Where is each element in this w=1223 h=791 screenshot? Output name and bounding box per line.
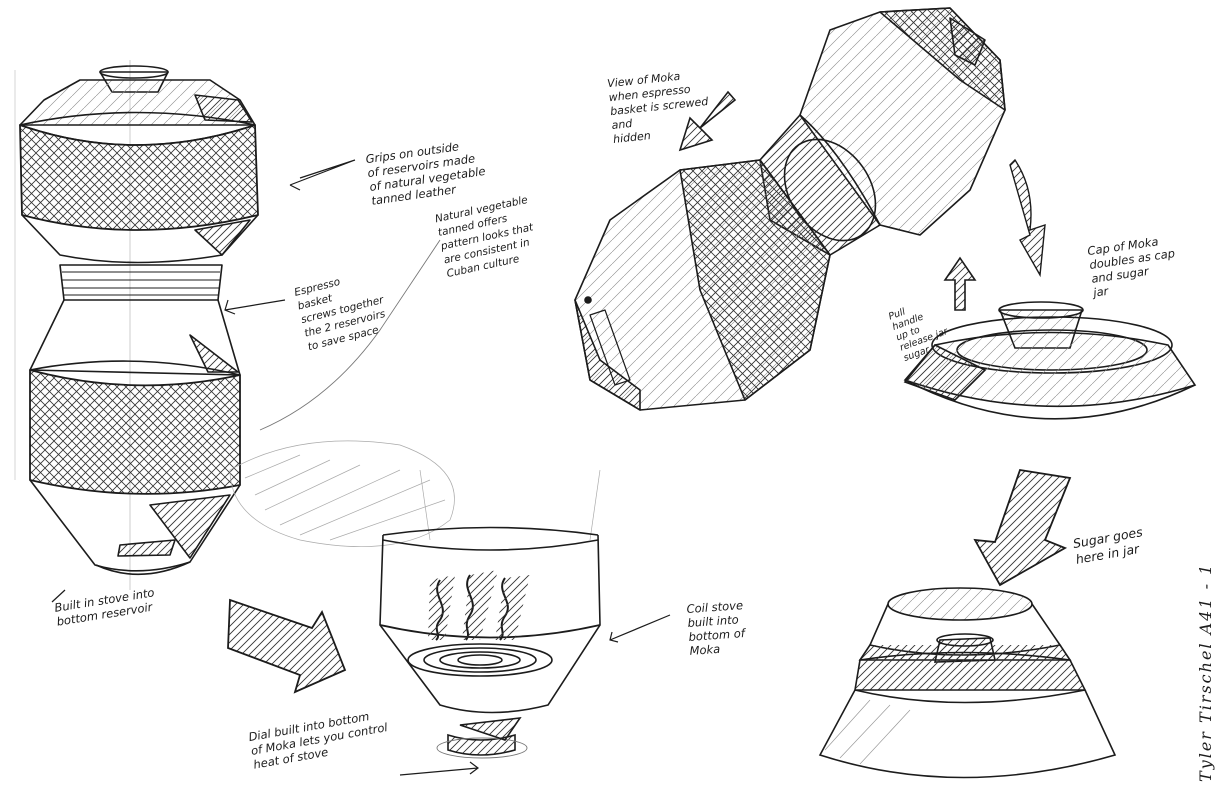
annotation-cap-moka: Cap of Moka doubles as cap and sugar jar [1086, 234, 1176, 300]
pull-up-arrow [943, 256, 977, 311]
sugar-down-arrow [973, 468, 1072, 587]
coil-stove-cutaway-sketch [379, 469, 601, 759]
designer-signature: Tyler Tirschel A41 - 1 [1196, 562, 1215, 782]
moka-pot-full-sketch [14, 60, 259, 590]
annotation-view-moka: View of Moka when espresso basket is scr… [606, 69, 709, 146]
leader-lines [51, 159, 671, 776]
cap-sugar-jar-sketch [903, 301, 1197, 420]
flow-arrow-right [227, 598, 347, 694]
cap-curved-arrow [1009, 158, 1046, 278]
moka-screwed-view-sketch [574, 7, 1006, 411]
ground-shadow-sketch [229, 239, 455, 547]
sugar-jar-base-sketch [818, 587, 1117, 779]
annotation-coil-stove: Coil stove built into bottom of Moka [686, 598, 746, 658]
view-arrow [678, 90, 737, 152]
